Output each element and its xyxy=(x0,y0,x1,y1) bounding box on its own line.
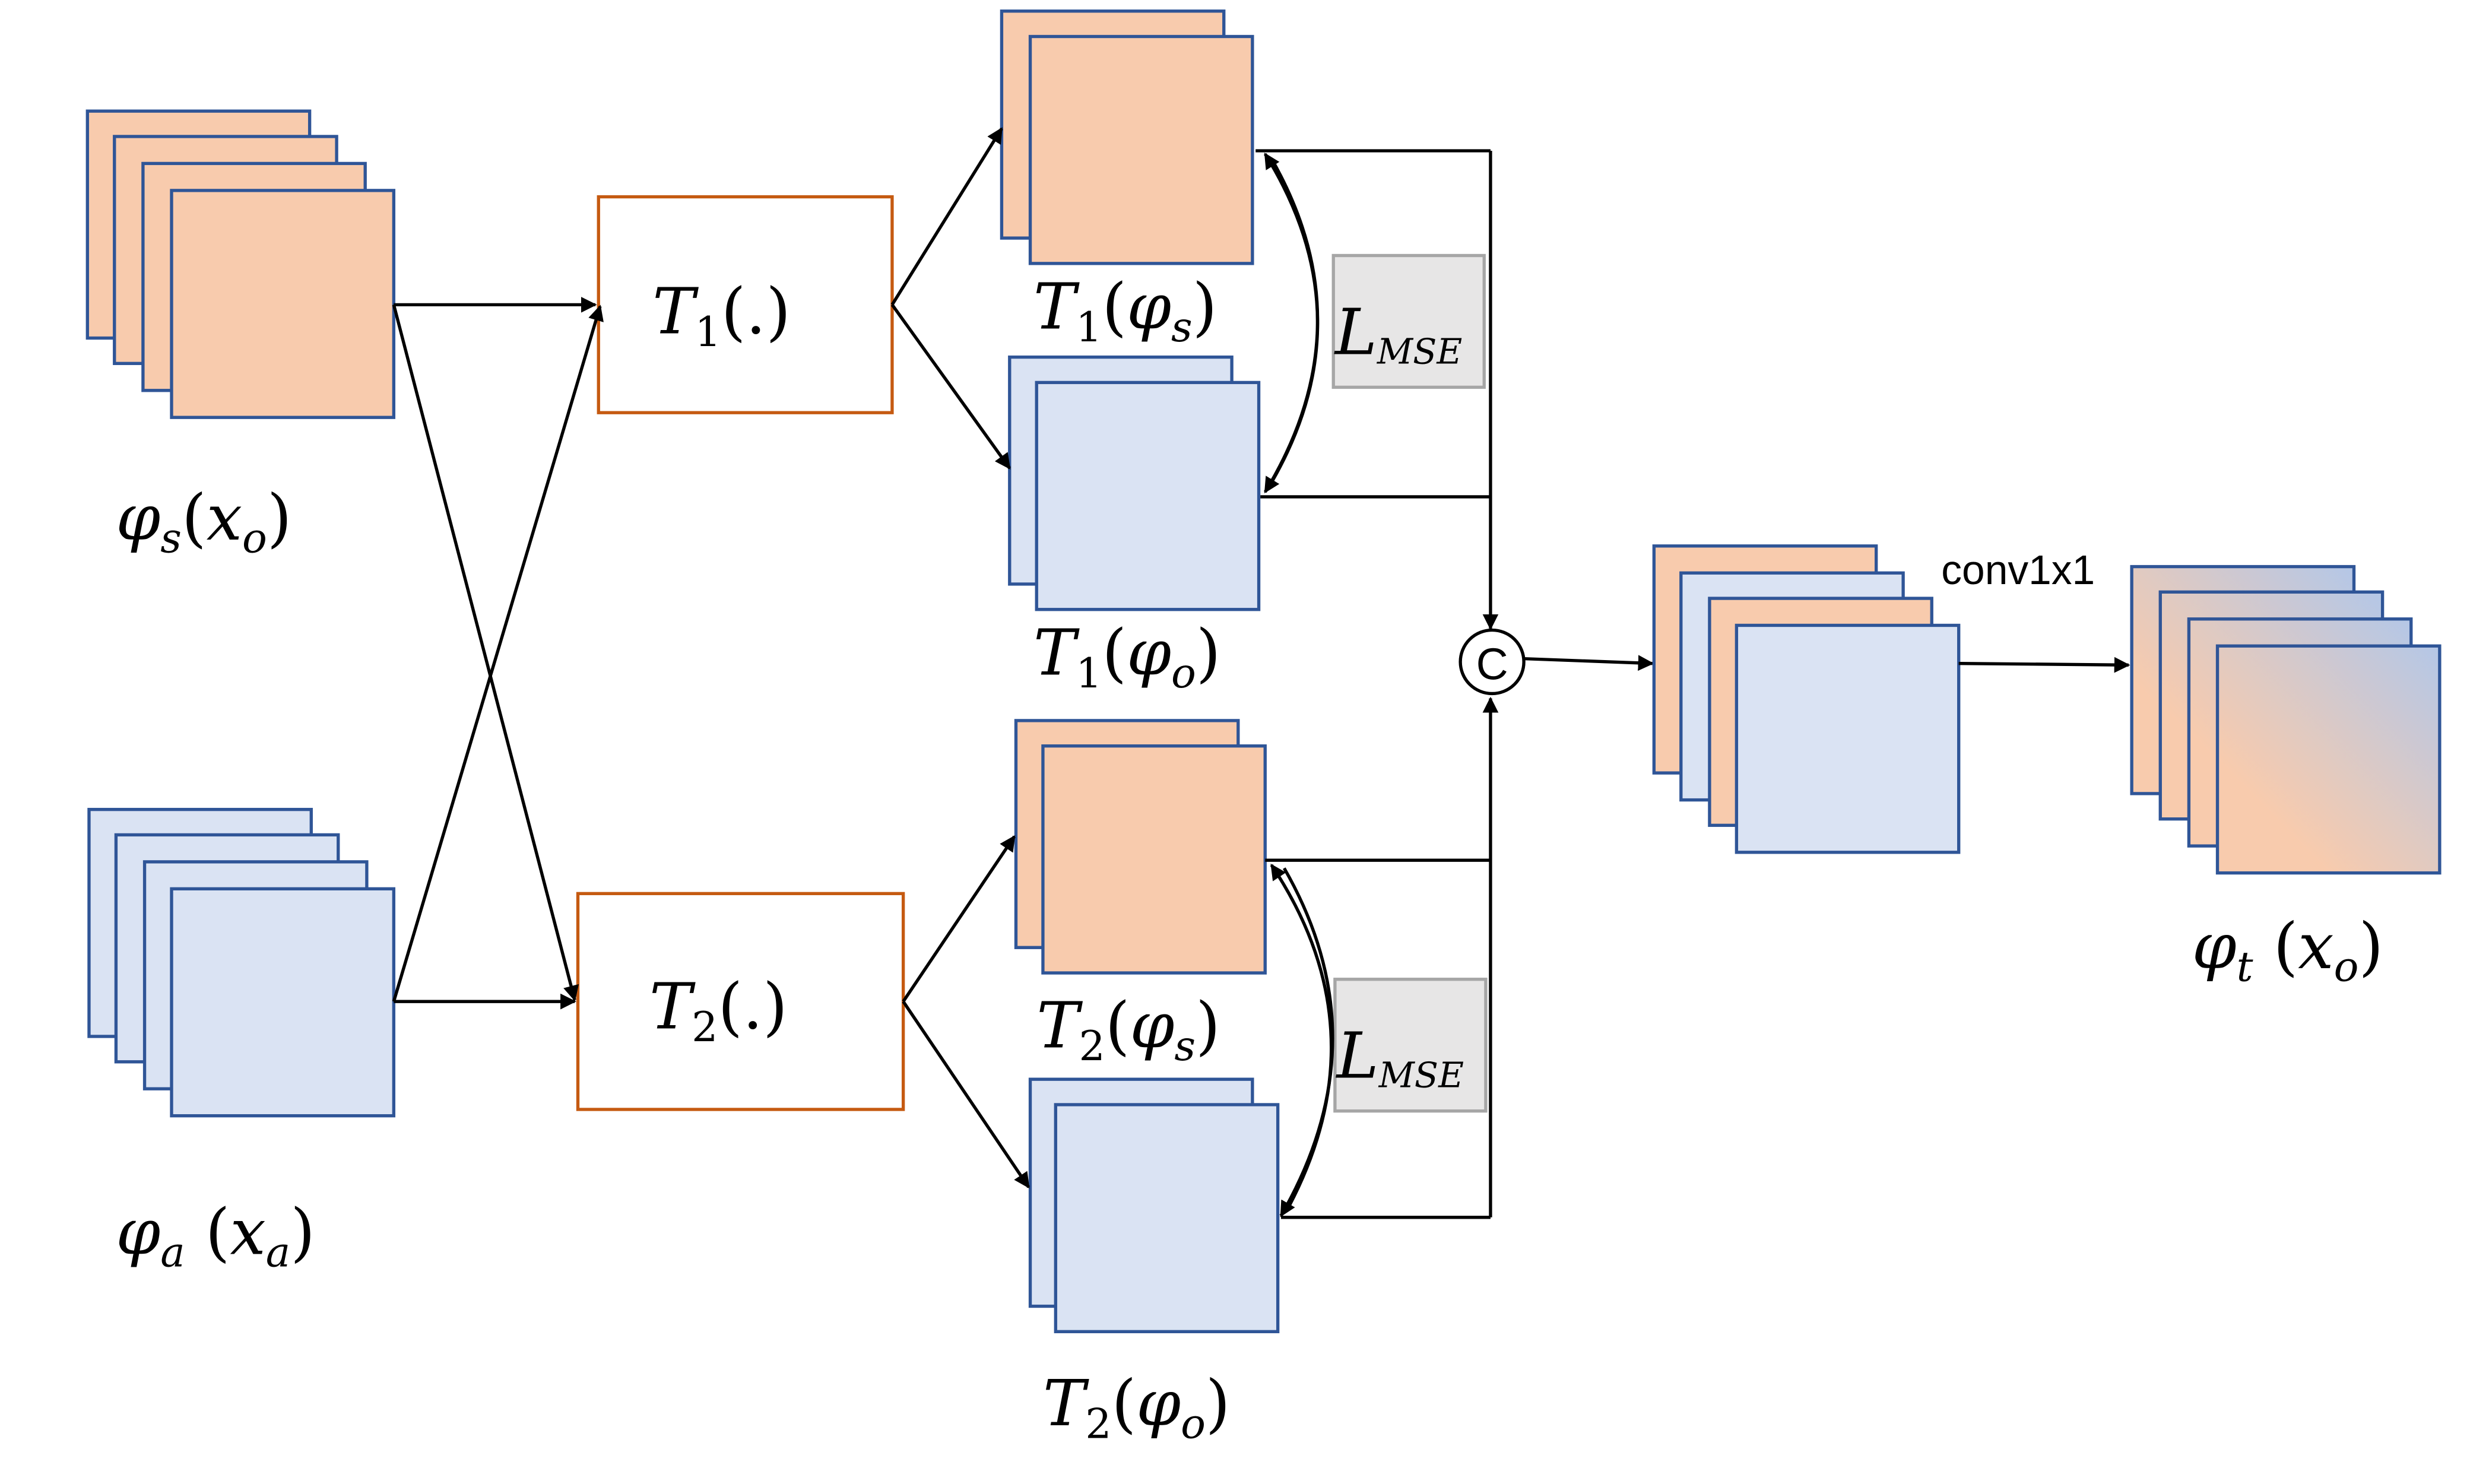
arrow-t2-to-aux-output xyxy=(902,1000,1031,1189)
transform-t2-label: T2(.) xyxy=(649,971,788,1051)
arrow-source-to-t2 xyxy=(392,304,579,1002)
transform-t1-box: T1(.) xyxy=(597,195,894,414)
concat-symbol: C xyxy=(1476,639,1508,689)
source-feature-label: φs(xo) xyxy=(116,481,291,562)
t1-aux-output-stack xyxy=(1008,355,1261,611)
arrow-t1-to-aux-output xyxy=(890,303,1011,470)
loss-box-t1: LMSE xyxy=(1331,253,1486,389)
t2-source-output-label: T2(φs) xyxy=(1036,990,1220,1070)
loss-box-t2: LMSE xyxy=(1333,978,1488,1113)
aux-feature-label: φa (xa) xyxy=(116,1196,315,1276)
concat-node: C xyxy=(1458,628,1526,696)
aux-feature-stack xyxy=(87,807,396,1118)
loss-curve-t1-up xyxy=(1263,153,1320,484)
loss-curves xyxy=(1263,153,1334,1217)
loss-curve-t1-down xyxy=(1263,158,1320,494)
loss-curve-t2-down xyxy=(1279,867,1334,1217)
transform-output-arrows xyxy=(890,127,1031,1189)
t1-source-output-stack xyxy=(1000,9,1254,265)
arrow-t1-to-source-output xyxy=(890,127,1003,306)
concat-feed-lines xyxy=(1255,149,1499,1219)
arrow-aux-to-t1 xyxy=(392,305,604,1002)
input-arrows xyxy=(392,297,604,1010)
target-feature-label: φt (xo) xyxy=(2192,910,2383,991)
arrow-conv xyxy=(1958,657,2130,673)
conv-label: conv1x1 xyxy=(1941,547,2095,593)
loss-curve-t2-up xyxy=(1270,863,1333,1210)
t2-aux-output-label: T2(φo) xyxy=(1043,1367,1231,1448)
source-feature-stack xyxy=(85,109,396,419)
transform-t2-box: T2(.) xyxy=(576,892,905,1111)
concatenated-feature-stack xyxy=(1652,544,1961,854)
t2-source-output-stack xyxy=(1014,719,1267,975)
t1-aux-output-label: T1(φo) xyxy=(1033,616,1221,697)
loss-label-t1: LMSE xyxy=(1334,296,1462,372)
loss-label-t2: LMSE xyxy=(1336,1020,1464,1096)
t2-aux-output-stack xyxy=(1028,1077,1280,1333)
t1-source-output-label: T1(φs) xyxy=(1033,270,1217,351)
target-feature-stack xyxy=(2130,565,2442,875)
arrow-t2-to-source-output xyxy=(902,835,1016,1003)
arrow-concat-to-stack xyxy=(1523,655,1654,671)
transform-t1-label: T1(.) xyxy=(652,275,791,356)
